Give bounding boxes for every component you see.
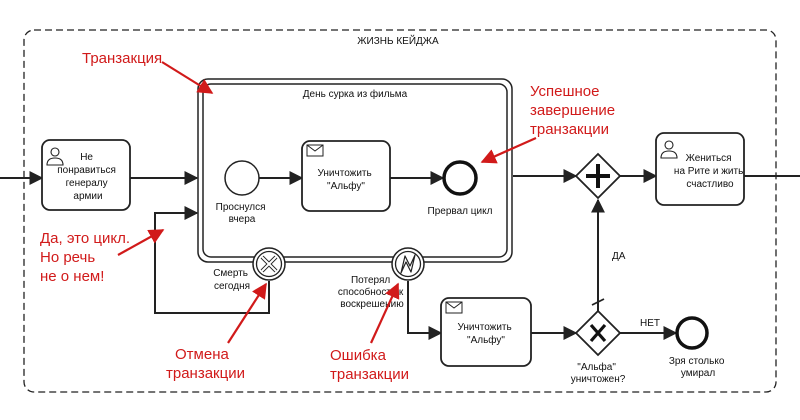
flow-cancel-loop — [154, 206, 270, 314]
error-boundary-event[interactable]: Потерял способность к воскрешению — [338, 247, 425, 310]
svg-text:Проснулся вчера: Проснулся вчера — [216, 202, 269, 225]
transaction-title: День сурка из фильма — [303, 88, 408, 100]
pool-boundary — [23, 29, 777, 393]
cancel-boundary-event[interactable]: Смерть сегодня — [213, 247, 286, 292]
svg-text:Потерял способность к: Потерял способность к воскрешению — [338, 275, 406, 310]
svg-text:Уничтожить "Альфу": Уничтожить "Альфу" — [458, 322, 515, 346]
start-event-woke-up[interactable]: Проснулся вчера — [216, 160, 269, 225]
svg-text:"Альфа" уничтожен?: "Альфа" уничтожен? — [571, 361, 626, 385]
pool-title: ЖИЗНЬ КЕЙДЖА — [357, 34, 439, 47]
annotation-success: Успешное завершение транзакции — [530, 83, 619, 138]
user-icon — [660, 140, 678, 159]
send-message-icon — [306, 144, 324, 157]
task-marry-rita[interactable]: Жениться на Рите и жить счастливо — [655, 132, 746, 206]
parallel-gateway[interactable] — [574, 152, 622, 200]
cancel-event-icon — [260, 255, 278, 273]
svg-text:Жениться на Рите и жить: Жениться на Рите и жить счастливо — [674, 153, 746, 190]
annotation-cancel: Отмена транзакции — [166, 346, 245, 382]
task-destroy-alpha-outer[interactable]: Уничтожить "Альфу" — [440, 297, 532, 367]
annotation-loop-arrow — [117, 229, 165, 256]
annotation-transaction: Транзакция — [82, 50, 162, 67]
svg-text:Уничтожить "Альфу": Уничтожить "Альфу" — [318, 168, 375, 192]
user-icon — [46, 147, 64, 166]
svg-text:Прервал цикл: Прервал цикл — [428, 206, 493, 217]
default-flow-tick — [591, 298, 605, 306]
svg-text:Смерть сегодня: Смерть сегодня — [213, 268, 251, 292]
svg-text:Зря столько умирал: Зря столько умирал — [669, 356, 727, 379]
annotation-transaction-arrow — [161, 61, 214, 94]
flow-error-to-destroy — [407, 281, 443, 340]
annotation-error: Ошибка транзакции — [330, 347, 409, 383]
annotation-success-arrow — [480, 136, 537, 164]
no-label: НЕТ — [640, 318, 660, 329]
yes-label: ДА — [612, 251, 626, 262]
task-destroy-alpha-inner[interactable]: Уничтожить "Альфу" — [301, 140, 391, 212]
annotation-error-arrow — [369, 282, 400, 344]
end-event-broke-cycle[interactable]: Прервал цикл — [428, 160, 493, 217]
exclusive-gateway-icon — [589, 323, 607, 343]
annotation-cancel-arrow — [227, 282, 267, 344]
exclusive-gateway[interactable]: "Альфа" уничтожен? — [571, 309, 626, 385]
annotation-loop: Да, это цикл. Но речь не о нем! — [40, 230, 134, 285]
send-message-icon — [445, 301, 463, 314]
error-event-icon — [400, 254, 416, 274]
svg-text:Не понравиться ген: Не понравиться генералу армии — [57, 152, 119, 202]
end-event-wasted[interactable]: Зря столько умирал — [669, 316, 727, 379]
task-not-liked[interactable]: Не понравиться генералу армии — [41, 139, 131, 211]
parallel-gateway-icon — [586, 164, 610, 188]
